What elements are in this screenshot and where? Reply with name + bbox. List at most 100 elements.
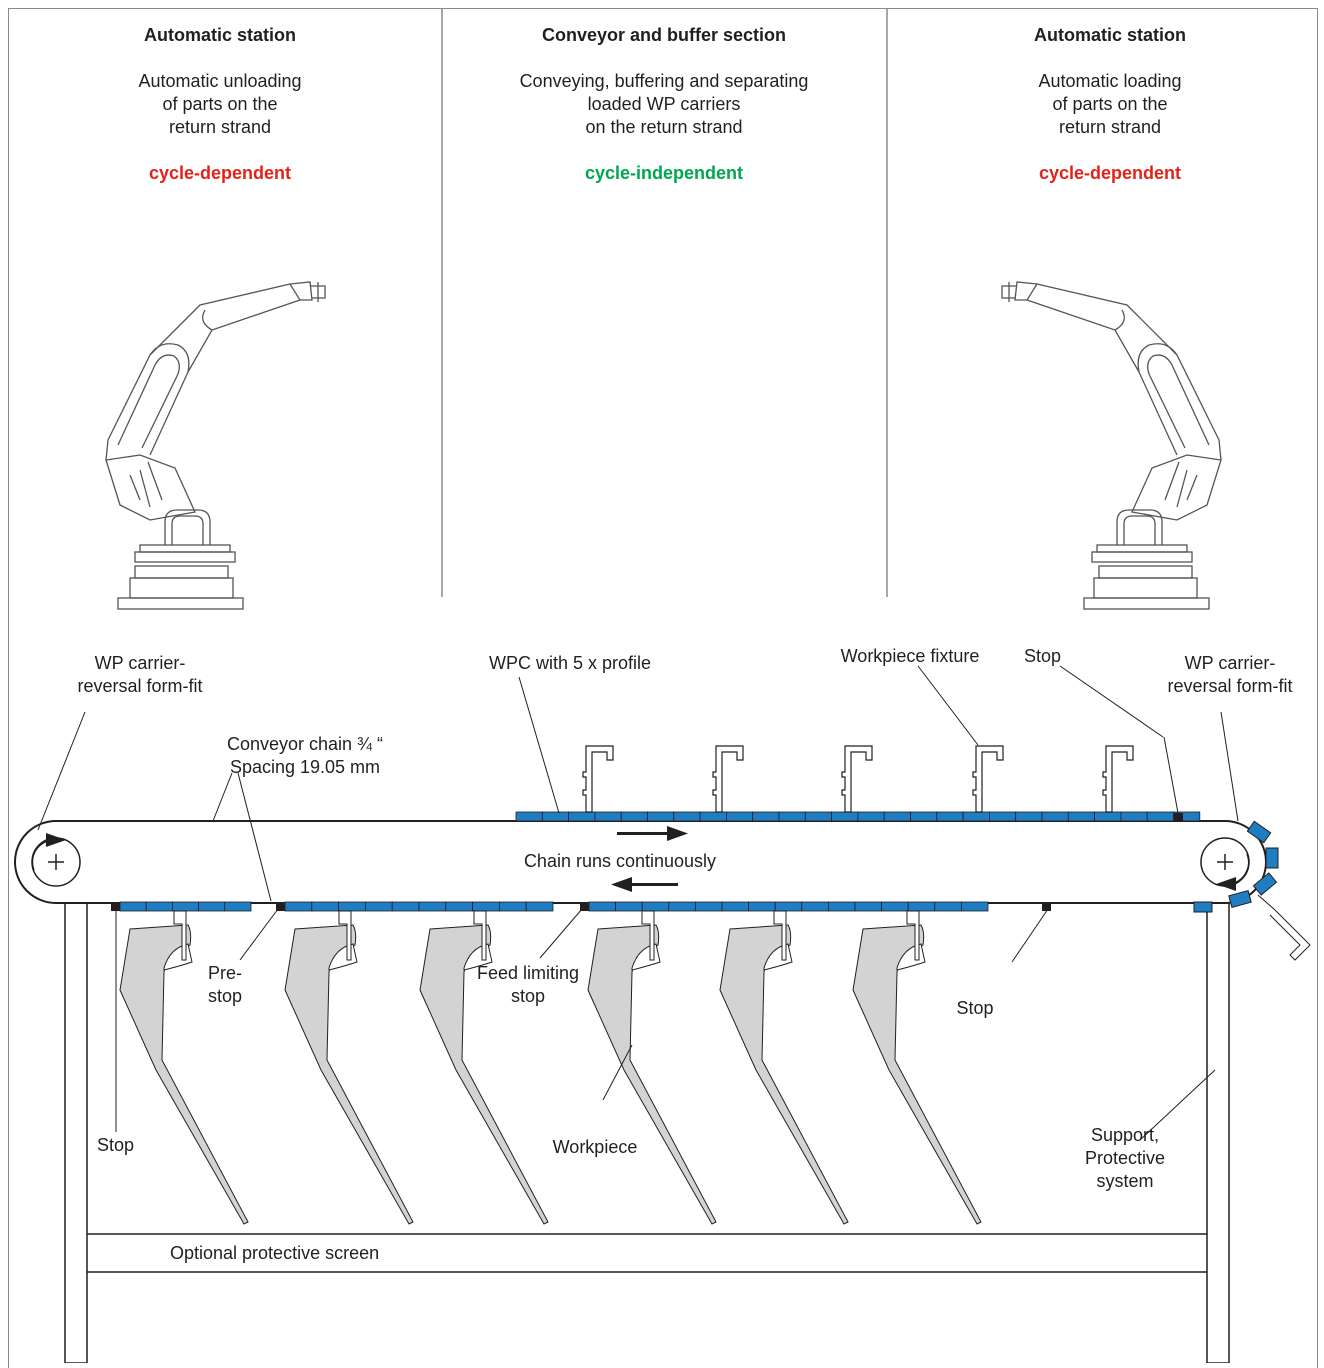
carrier-link <box>1094 811 1122 822</box>
carrier-link <box>224 901 252 912</box>
carrier-link <box>119 901 147 912</box>
carrier-link <box>445 901 473 912</box>
carrier-link <box>961 901 989 912</box>
carrier-link <box>726 811 754 822</box>
column-title: Conveyor and buffer section <box>541 25 787 45</box>
column-description: Conveying, buffering and separating load… <box>519 71 809 137</box>
workpiece-fixture-icon <box>712 745 744 813</box>
carrier-link <box>1146 811 1174 822</box>
carrier-link <box>641 901 670 912</box>
workpiece <box>119 910 249 1225</box>
carrier-link <box>311 901 339 912</box>
label-stop-left: Stop <box>96 1135 135 1155</box>
workpiece-shape <box>852 924 982 1225</box>
workpiece-fixture-icon <box>773 910 787 961</box>
column-left: Automatic station Automatic unloading of… <box>10 22 430 184</box>
workpiece-shape <box>719 924 849 1225</box>
label-workpiece: Workpiece <box>552 1137 638 1157</box>
column-middle: Conveyor and buffer section Conveying, b… <box>454 22 874 184</box>
carrier-link <box>588 901 617 912</box>
workpiece-fixture-icon <box>473 910 487 961</box>
carrier-link <box>804 811 832 822</box>
support-frame <box>64 902 1230 1363</box>
carrier-link <box>699 811 727 822</box>
label-feed-limiting-stop: Feed limiting stop <box>476 963 580 1006</box>
label-support: Support, Protective system <box>1084 1125 1166 1191</box>
carrier-link <box>620 811 648 822</box>
carrier-link <box>615 901 643 912</box>
carrier-link <box>673 811 701 822</box>
robot-arm-icon <box>105 281 326 610</box>
carrier-link <box>774 901 803 912</box>
leader-lines <box>37 665 1239 1141</box>
carrier-link <box>284 901 313 912</box>
carrier-link <box>171 901 199 912</box>
carrier-link <box>568 811 596 822</box>
workpiece-shape <box>587 924 717 1225</box>
workpiece <box>719 910 849 1225</box>
carrier-link <box>695 901 723 912</box>
carrier-link <box>801 901 829 912</box>
workpiece-fixture-icon <box>906 910 920 961</box>
carrier-link <box>472 901 500 912</box>
column-title: Automatic station <box>143 25 296 45</box>
workpiece-fixture-icon <box>173 910 187 961</box>
carrier-link <box>752 811 780 822</box>
workpiece-fixture-icon <box>641 910 655 961</box>
chain-sprocket-icon <box>1200 837 1250 891</box>
carrier-link <box>1173 811 1201 822</box>
carrier-link <box>594 811 622 822</box>
label-chain-runs: Chain runs continuously <box>523 851 717 871</box>
workpiece <box>852 910 982 1225</box>
workpiece <box>419 910 549 1225</box>
carrier-link <box>831 811 859 822</box>
carrier-link <box>854 901 883 912</box>
workpiece-fixture-icon <box>338 910 352 961</box>
label-stop-right: Stop <box>956 998 994 1018</box>
carrier-link <box>1067 811 1096 822</box>
carrier-link <box>668 901 696 912</box>
carrier-link <box>721 901 750 912</box>
carrier-link <box>1041 811 1069 822</box>
label-wpc-profile: WPC with 5 x profile <box>488 653 652 673</box>
label-workpiece-fixture: Workpiece fixture <box>840 646 980 666</box>
carrier-link <box>418 901 447 912</box>
label-stop-top: Stop <box>1023 646 1062 666</box>
carrier-link <box>338 901 366 912</box>
label-pre-stop: Pre- stop <box>207 963 243 1006</box>
column-description: Automatic loading of parts on the return… <box>1038 71 1182 137</box>
carrier-link <box>145 901 173 912</box>
carrier-link <box>883 811 911 822</box>
robot-arm-icon <box>1001 281 1222 610</box>
stop-blocks <box>111 813 1183 911</box>
carrier-link <box>828 901 856 912</box>
workpiece-fixture-icon <box>1102 745 1134 813</box>
carrier-link <box>198 901 226 912</box>
workpiece-fixture-icon <box>582 745 614 813</box>
carrier-link <box>748 901 776 912</box>
carrier-link <box>962 811 990 822</box>
carrier-link <box>857 811 885 822</box>
carrier-link <box>1015 811 1043 822</box>
carrier-link <box>647 811 675 822</box>
carrier-link <box>934 901 962 912</box>
carrier-link <box>515 811 543 822</box>
carrier-link <box>881 901 909 912</box>
column-right: Automatic station Automatic loading of p… <box>900 22 1320 184</box>
label-wp-carrier-left: WP carrier- reversal form-fit <box>77 653 203 696</box>
carrier-link <box>907 901 936 912</box>
carrier-link <box>910 811 938 822</box>
carrier-link <box>989 811 1017 822</box>
carrier-link <box>1120 811 1148 822</box>
column-description: Automatic unloading of parts on the retu… <box>138 71 302 137</box>
cycle-mode: cycle-independent <box>584 163 744 183</box>
workpiece <box>587 910 717 1225</box>
label-wp-carrier-right: WP carrier- reversal form-fit <box>1167 653 1293 696</box>
carrier-link <box>541 811 569 822</box>
carrier-link <box>525 901 554 912</box>
carrier-link <box>778 811 806 822</box>
workpiece-fixture-icon <box>841 745 873 813</box>
carrier-link <box>364 901 393 912</box>
label-conveyor-chain: Conveyor chain ¾ “ Spacing 19.05 mm <box>226 734 384 777</box>
